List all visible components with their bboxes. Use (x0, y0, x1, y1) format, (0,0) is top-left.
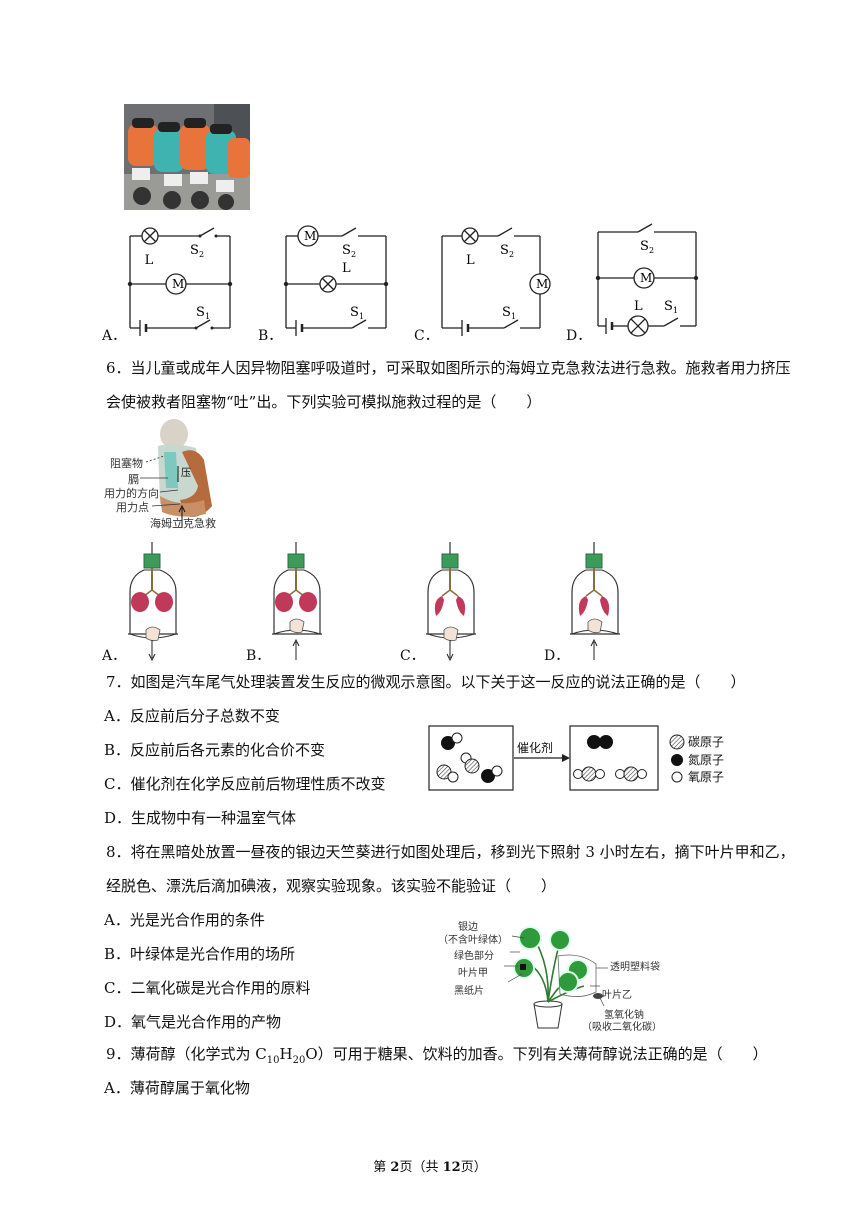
svg-text:S: S (500, 243, 509, 258)
legend-carbon: 碳原子 (688, 735, 724, 749)
svg-text:压: 压 (181, 467, 191, 479)
q7-option-d[interactable]: D．生成物中有一种温室气体 (104, 809, 297, 827)
q7-text: 7．如图是汽车尾气处理装置发生反应的微观示意图。以下关于这一反应的说法正确的是（… (106, 673, 746, 691)
svg-text:L: L (342, 261, 351, 276)
svg-text:S: S (342, 243, 351, 258)
legend-nitrogen: 氮原子 (688, 752, 724, 767)
geranium-figure (504, 926, 608, 1029)
svg-text:2: 2 (199, 250, 204, 259)
scooter-photo (124, 104, 250, 210)
page-footer: 第 2页（共 12页） (373, 1160, 487, 1175)
reaction-diagram: 催化剂 碳原子 氮原子 氧原子 (428, 725, 724, 791)
circuit-a: L M S 2 S 1 (127, 227, 233, 336)
q6-option-a[interactable]: A． (102, 648, 127, 664)
q8-text-line1: 8．将在黑暗处放置一昼夜的银边天竺葵进行如图处理后，移到光下照射 3 小时左右，… (106, 843, 795, 861)
svg-text:S: S (640, 239, 649, 254)
bell-jar-a (128, 542, 178, 662)
circuit-d: M L S 2 S 1 (595, 223, 699, 337)
motor-label: M (172, 277, 184, 291)
q6-option-b[interactable]: B． (246, 648, 271, 664)
svg-text:2: 2 (649, 246, 654, 255)
bell-jar-b (272, 542, 322, 660)
svg-text:2: 2 (351, 250, 356, 259)
q8-option-a[interactable]: A．光是光合作用的条件 (104, 911, 265, 929)
svg-text:M: M (640, 271, 652, 285)
svg-text:L: L (466, 253, 475, 268)
s2-label: S (190, 243, 199, 258)
heimlich-caption: 海姆立克急救 (150, 517, 216, 530)
catalyst-label: 催化剂 (517, 740, 553, 755)
circuit-b: M L S 2 S 1 (283, 225, 389, 336)
svg-text:1: 1 (359, 312, 364, 321)
svg-text:2: 2 (509, 250, 514, 259)
q9-text: 9．薄荷醇（化学式为 C10H20O）可用于糖果、饮料的加香。下列有关薄荷醇说法… (106, 1045, 768, 1066)
q8-option-d[interactable]: D．氧气是光合作用的产物 (104, 1013, 282, 1031)
svg-text:1: 1 (673, 306, 678, 315)
bell-jar-c (426, 542, 476, 662)
q5-option-c[interactable]: C． (414, 328, 439, 344)
q6-text-line2: 会使被救者阻塞物“吐”出。下列实验可模拟施救过程的是（ ） (106, 393, 542, 411)
svg-text:M: M (536, 277, 548, 291)
bell-jar-d (570, 542, 620, 660)
legend-oxygen: 氧原子 (688, 770, 724, 784)
svg-text:S: S (502, 305, 511, 320)
q8-option-c[interactable]: C．二氧化碳是光合作用的原料 (104, 979, 311, 997)
q7-option-b[interactable]: B．反应前后各元素的化合价不变 (104, 741, 326, 759)
q8-option-b[interactable]: B．叶绿体是光合作用的场所 (104, 945, 296, 963)
q9-option-a[interactable]: A．薄荷醇属于氧化物 (104, 1079, 250, 1097)
q6-option-c[interactable]: C． (400, 648, 425, 664)
q5-option-a[interactable]: A． (102, 328, 127, 344)
q8-text-line2: 经脱色、漂洗后滴加碘液，观察实验现象。该实验不能验证（ ） (106, 877, 557, 895)
svg-text:1: 1 (205, 312, 210, 321)
svg-text:S: S (350, 305, 359, 320)
q6-text-line1: 6．当儿童或成年人因异物阻塞呼吸道时，可采取如图所示的海姆立克急救法进行急救。施… (106, 359, 791, 377)
svg-text:M: M (304, 229, 316, 243)
svg-text:1: 1 (511, 312, 516, 321)
lamp-label: L (145, 253, 154, 268)
svg-text:L: L (634, 299, 643, 314)
q5-option-b[interactable]: B． (258, 328, 283, 344)
circuit-c: L M S 2 S 1 (441, 227, 551, 336)
heimlich-figure: 压 (140, 419, 212, 528)
page-number: 2 (390, 1160, 400, 1175)
page-total: 12 (442, 1160, 461, 1175)
q7-option-a[interactable]: A．反应前后分子总数不变 (104, 707, 280, 725)
s1-label: S (196, 305, 205, 320)
q6-option-d[interactable]: D． (544, 648, 570, 664)
q7-option-c[interactable]: C．催化剂在化学反应前后物理性质不改变 (104, 775, 386, 793)
svg-text:S: S (664, 299, 673, 314)
q5-option-d[interactable]: D． (566, 328, 592, 344)
